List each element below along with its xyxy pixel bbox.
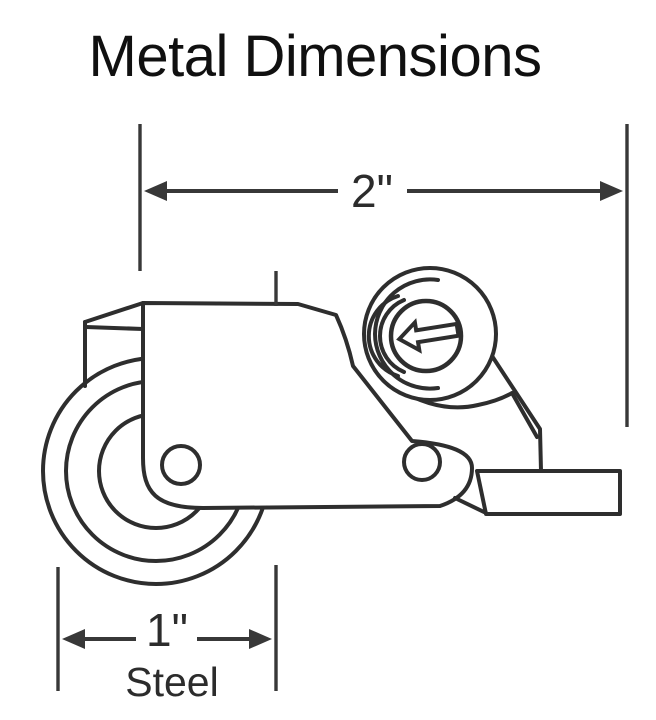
- fold-top-edge: [83, 301, 145, 324]
- dimension-1in: 1" Steel: [56, 271, 278, 705]
- page-title: Metal Dimensions: [89, 24, 542, 89]
- screw-boss-arc-outer: [366, 294, 400, 378]
- dim-label-1in: 1": [146, 604, 188, 656]
- rivet-hole-left: [160, 444, 202, 486]
- screw-boss-arc-inner: [378, 298, 406, 374]
- material-label: Steel: [125, 659, 218, 705]
- bracket-plate: [141, 301, 474, 510]
- mounting-tab: [475, 469, 622, 516]
- arrowhead-left: [62, 629, 85, 649]
- arrow-left-icon: [396, 318, 461, 354]
- arrowhead-right: [600, 181, 623, 201]
- dim-label-2in: 2": [351, 165, 393, 217]
- screw-slot-arrow-shape: [396, 318, 461, 354]
- arrowhead-left: [144, 181, 167, 201]
- arm-outer-edge: [490, 354, 543, 473]
- dimension-2in: 2": [138, 124, 629, 427]
- tab-connector-line: [453, 496, 488, 515]
- housing-fold: [83, 301, 145, 388]
- rivet-hole-right: [402, 442, 442, 482]
- fold-inner-edge: [84, 325, 145, 331]
- adjustment-cam: [362, 266, 498, 402]
- arrowhead-right: [249, 629, 272, 649]
- cam-inner-ring-arc: [373, 277, 440, 391]
